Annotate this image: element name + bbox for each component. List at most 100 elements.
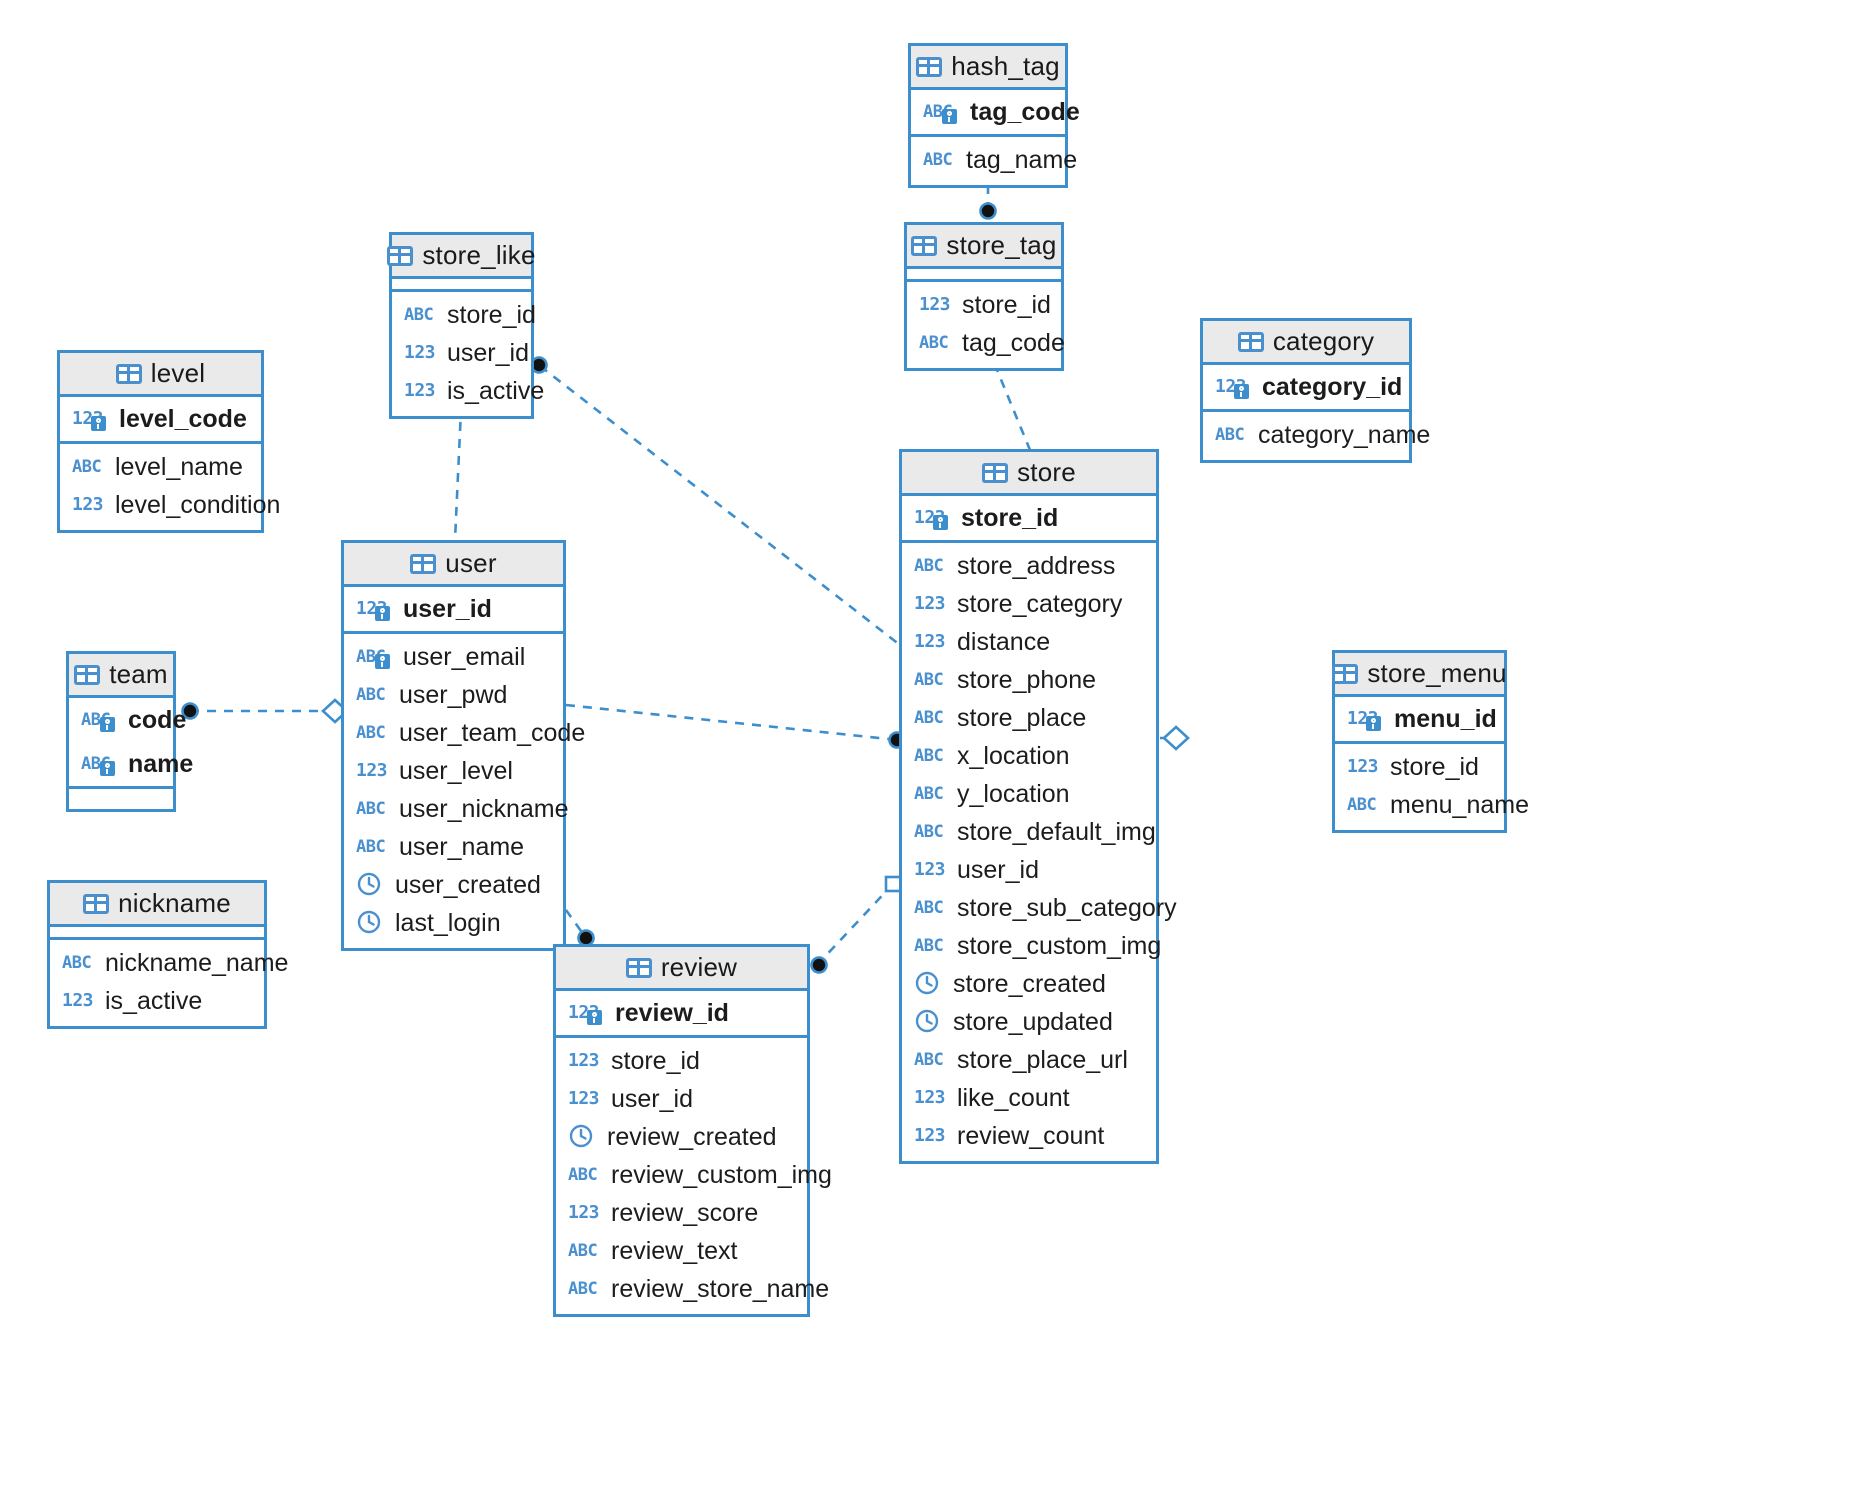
abc-icon: ABC bbox=[1347, 795, 1377, 815]
field-row[interactable]: 123 user_level bbox=[344, 752, 563, 790]
table-icon bbox=[387, 245, 414, 266]
field-row[interactable]: ABC tag_name bbox=[911, 141, 1077, 179]
field-row[interactable]: ABC user_name bbox=[344, 828, 563, 866]
field-row[interactable]: user_created bbox=[344, 866, 563, 904]
number-icon: 123 bbox=[914, 1087, 946, 1108]
field-label: user_level bbox=[399, 756, 513, 785]
field-row[interactable]: ABC code bbox=[69, 698, 186, 742]
table-title: store_menu bbox=[1367, 658, 1507, 688]
field-row[interactable]: 123 user_id bbox=[344, 587, 563, 631]
table-title: hash_tag bbox=[951, 51, 1060, 81]
table-category[interactable]: category 123 category_id ABC category_na… bbox=[1200, 318, 1430, 463]
pk-section-empty bbox=[392, 279, 531, 292]
field-row[interactable]: ABC user_email bbox=[344, 638, 563, 676]
abc-icon: ABC bbox=[356, 837, 386, 857]
field-label: code bbox=[128, 705, 187, 734]
pk-section-empty bbox=[50, 927, 264, 940]
clock-icon bbox=[914, 970, 944, 998]
field-row[interactable]: ABC nickname_name bbox=[50, 944, 288, 982]
pk-section: 123 store_id bbox=[902, 496, 1156, 543]
table-icon bbox=[1332, 663, 1359, 684]
field-label: store_sub_category bbox=[957, 893, 1177, 922]
field-row[interactable]: 123 level_code bbox=[60, 397, 261, 441]
field-row[interactable]: 123 store_id bbox=[902, 496, 1156, 540]
pk-section: 123 review_id bbox=[556, 991, 807, 1038]
field-row[interactable]: 123 menu_id bbox=[1335, 697, 1504, 741]
field-row[interactable]: 123 category_id bbox=[1203, 365, 1409, 409]
table-header: store_menu bbox=[1332, 653, 1507, 697]
field-row[interactable]: 123 is_active bbox=[50, 982, 264, 1020]
field-row[interactable]: 123 like_count bbox=[902, 1079, 1156, 1117]
table-team[interactable]: team ABC code ABC name bbox=[66, 651, 193, 812]
field-label: review_score bbox=[611, 1198, 759, 1227]
abc-icon: ABC bbox=[914, 784, 944, 804]
field-row[interactable]: ABC user_team_code bbox=[344, 714, 585, 752]
number-icon: 123 bbox=[914, 859, 946, 880]
table-nickname[interactable]: nickname ABC nickname_name 123 is_active bbox=[47, 880, 288, 1029]
table-store_tag[interactable]: store_tag 123 store_id ABC tag_code bbox=[904, 222, 1065, 371]
abc-icon: ABC bbox=[914, 822, 944, 842]
field-row[interactable]: ABC user_pwd bbox=[344, 676, 563, 714]
field-row[interactable]: ABC tag_code bbox=[911, 90, 1080, 134]
field-label: store_phone bbox=[957, 665, 1097, 694]
field-row[interactable]: ABC store_id bbox=[392, 296, 536, 334]
field-row[interactable]: ABC name bbox=[69, 742, 193, 786]
field-label: like_count bbox=[957, 1083, 1070, 1112]
table-icon bbox=[1237, 331, 1264, 352]
field-row[interactable]: 123 review_id bbox=[556, 991, 807, 1035]
field-row[interactable]: store_created bbox=[902, 965, 1156, 1003]
pk-section: 123 menu_id bbox=[1335, 697, 1504, 744]
abc-icon: ABC bbox=[356, 685, 386, 705]
table-level[interactable]: level 123 level_code ABC level_name 123 … bbox=[57, 350, 280, 533]
field-row[interactable]: ABC user_nickname bbox=[344, 790, 569, 828]
field-row[interactable]: store_updated bbox=[902, 1003, 1156, 1041]
field-row[interactable]: ABC level_name bbox=[60, 448, 261, 486]
field-row[interactable]: last_login bbox=[344, 904, 563, 942]
field-row[interactable]: 123 is_active bbox=[392, 372, 544, 410]
relation-dot bbox=[979, 202, 997, 220]
field-row[interactable]: 123 level_condition bbox=[60, 486, 280, 524]
table-header: user bbox=[344, 543, 563, 587]
table-user[interactable]: user 123 user_id ABC user_email ABC user… bbox=[341, 540, 585, 951]
table-hash_tag[interactable]: hash_tag ABC tag_code ABC tag_name bbox=[908, 43, 1080, 188]
field-row[interactable]: review_created bbox=[556, 1118, 807, 1156]
table-store_like[interactable]: store_like ABC store_id 123 user_id 123 … bbox=[387, 232, 544, 419]
table-title: nickname bbox=[118, 888, 231, 918]
clock-icon bbox=[914, 1008, 944, 1036]
field-row[interactable]: ABC tag_code bbox=[907, 324, 1065, 362]
table-header: store_like bbox=[387, 235, 535, 279]
field-label: store_created bbox=[953, 969, 1106, 998]
field-row[interactable]: ABC category_name bbox=[1203, 416, 1430, 454]
table-title: team bbox=[109, 659, 168, 689]
field-label: last_login bbox=[395, 908, 501, 937]
table-header: hash_tag bbox=[911, 46, 1065, 90]
field-row[interactable]: 123 store_id bbox=[907, 286, 1061, 324]
abc-icon: ABC bbox=[356, 723, 386, 743]
field-row[interactable]: 123 user_id bbox=[392, 334, 531, 372]
field-label: store_place_url bbox=[957, 1045, 1128, 1074]
